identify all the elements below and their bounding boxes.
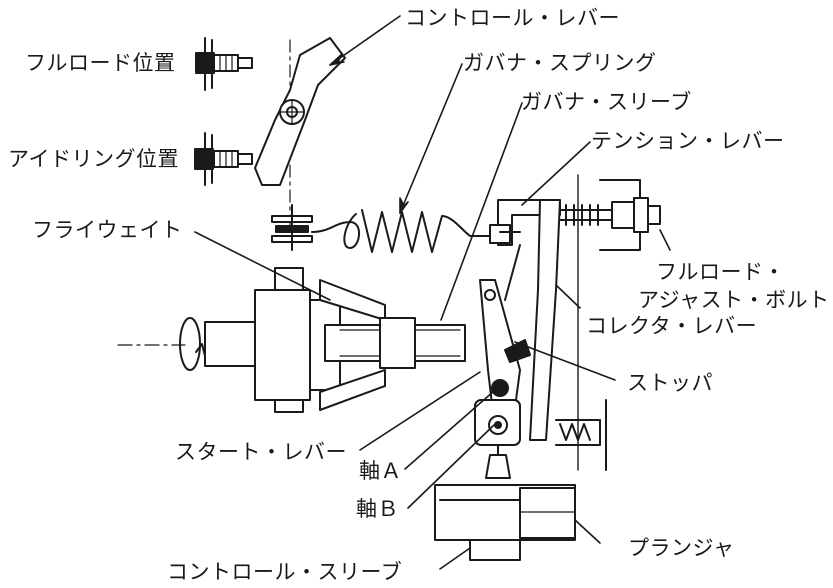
label-flyweight: フライウェイト xyxy=(32,218,183,242)
label-full-load-adjust-bolt-line2: アジャスト・ボルト xyxy=(638,288,830,312)
full-load-adjust-bolt xyxy=(555,174,661,471)
plunger-and-control-sleeve xyxy=(434,484,576,561)
label-start-lever: スタート・レバー xyxy=(175,440,347,464)
idling-stop-screw xyxy=(194,132,253,186)
control-lever xyxy=(254,37,346,231)
label-full-load-adjust-bolt-line1: フルロード・ xyxy=(656,260,785,284)
full-load-stop-screw xyxy=(195,37,253,91)
label-shaft-a: 軸Ａ xyxy=(359,459,402,483)
label-control-lever: コントロール・レバー xyxy=(405,6,620,30)
flyweight-hub xyxy=(117,267,466,413)
leader-lines xyxy=(194,15,671,570)
start-lever xyxy=(474,279,531,479)
label-shaft-b: 軸Ｂ xyxy=(356,497,399,521)
label-plunger: プランジャ xyxy=(628,536,735,560)
label-full-load-position: フルロード位置 xyxy=(25,51,176,75)
label-tension-lever: テンション・レバー xyxy=(591,129,785,153)
label-governor-spring: ガバナ・スプリング xyxy=(463,51,657,75)
label-control-sleeve: コントロール・スリーブ xyxy=(167,560,403,584)
label-idling-position: アイドリング位置 xyxy=(8,147,179,171)
governor-spring xyxy=(271,204,491,253)
label-corrector-lever: コレクタ・レバー xyxy=(586,314,758,338)
label-governor-sleeve: ガバナ・スリーブ xyxy=(521,90,692,114)
tension-lever xyxy=(489,199,561,441)
label-stopper: ストッパ xyxy=(627,371,713,395)
